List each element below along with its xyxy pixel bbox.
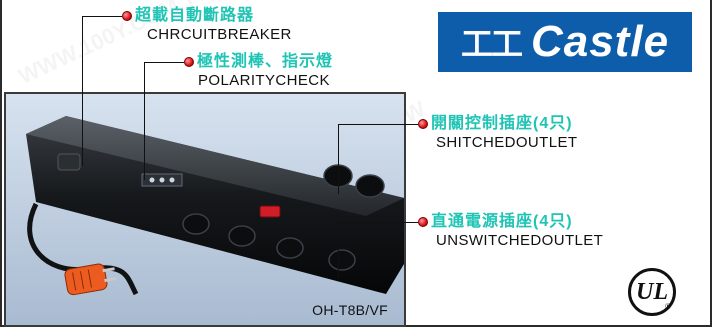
- unswitched-outlet: [228, 225, 256, 247]
- ul-certification-icon: UL ®: [628, 268, 676, 316]
- callout-count: (4只): [533, 213, 573, 230]
- callout-zh: 極性測棒、指示燈: [197, 53, 334, 70]
- power-strip-illustration: [6, 94, 404, 325]
- callout-count: (4只): [533, 115, 573, 132]
- callout-en: SHITCHEDOUTLET: [436, 134, 578, 151]
- red-bullet-icon: [418, 119, 428, 129]
- red-bullet-icon: [122, 11, 132, 21]
- registered-mark: ®: [665, 302, 671, 311]
- callout-en: POLARITYCHECK: [198, 72, 330, 89]
- leader-line: [338, 222, 418, 223]
- indicator-light: [159, 177, 165, 183]
- indicator-light: [149, 177, 155, 183]
- callout-unswitched-outlet: 直通電源插座(4只) UNSWITCHEDOUTLET: [418, 214, 603, 248]
- leader-line: [338, 222, 339, 278]
- breaker-switch: [57, 153, 81, 171]
- leader-line: [338, 124, 339, 194]
- callout-en: CHRCUITBREAKER: [147, 26, 292, 43]
- callout-en: UNSWITCHEDOUTLET: [436, 232, 604, 249]
- callout-circuit-breaker: 超載自動斷路器 CHRCUITBREAKER: [122, 8, 292, 42]
- callout-zh: 超載自動斷路器: [135, 7, 255, 24]
- castle-logo-icon: 工工 Castle: [438, 12, 692, 72]
- power-plug: [64, 263, 117, 296]
- logo-mark: 工工: [460, 26, 523, 62]
- logo-name: Castle: [530, 17, 670, 66]
- unswitched-outlet: [182, 213, 210, 235]
- callout-polarity-check: 極性測棒、指示燈 POLARITYCHECK: [184, 54, 333, 88]
- callout-switched-outlet: 開關控制插座(4只) SHITCHEDOUTLET: [418, 116, 577, 150]
- red-switch: [259, 205, 281, 218]
- unswitched-outlet: [328, 249, 356, 271]
- product-photo: OH-T8B/VF: [4, 92, 406, 327]
- unswitched-outlet: [276, 237, 304, 259]
- strip-body: [26, 116, 404, 294]
- leader-line: [82, 16, 83, 166]
- strip-top: [26, 116, 404, 216]
- switched-outlet: [355, 174, 385, 198]
- callout-zh: 開關控制插座: [431, 115, 534, 132]
- leader-line: [144, 62, 184, 63]
- red-bullet-icon: [184, 57, 194, 67]
- leader-line: [82, 16, 122, 17]
- red-bullet-icon: [418, 217, 428, 227]
- ul-mark: UL: [636, 278, 668, 305]
- indicator-light: [169, 177, 175, 183]
- model-number: OH-T8B/VF: [312, 302, 388, 318]
- leader-line: [338, 124, 418, 125]
- leader-line: [144, 62, 145, 180]
- callout-zh: 直通電源插座: [431, 213, 534, 230]
